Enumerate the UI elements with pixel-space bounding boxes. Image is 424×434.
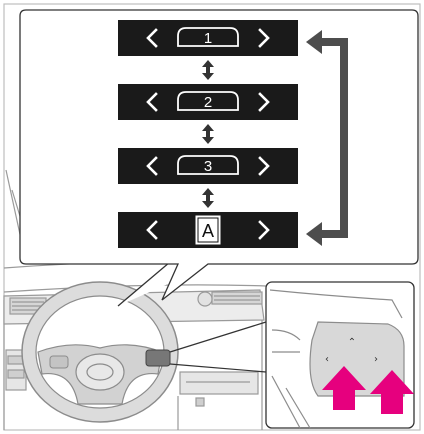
- mode-bar-3: 3: [118, 148, 298, 184]
- d-pad-up-icon: ⌃: [348, 337, 356, 348]
- mode-bar-2: 2: [118, 84, 298, 120]
- dash-knob-icon: [198, 292, 212, 306]
- d-pad-left-icon: ‹: [325, 354, 329, 365]
- mode-label: 3: [204, 158, 212, 175]
- switch-inset: ⌃ ‹ › ⌄: [266, 282, 414, 428]
- steering-wheel: [22, 282, 178, 422]
- mode-bar-1: 1: [118, 20, 298, 56]
- vent-center: [212, 292, 262, 304]
- display-callout-panel: 1 2 3A: [20, 10, 418, 300]
- mode-bar-a: A: [118, 212, 298, 248]
- mode-label: 2: [204, 94, 212, 111]
- mode-label: A: [202, 221, 214, 241]
- mode-label: 1: [204, 30, 212, 47]
- d-pad-right-icon: ›: [374, 354, 378, 365]
- wheel-switch-highlight: [146, 350, 170, 366]
